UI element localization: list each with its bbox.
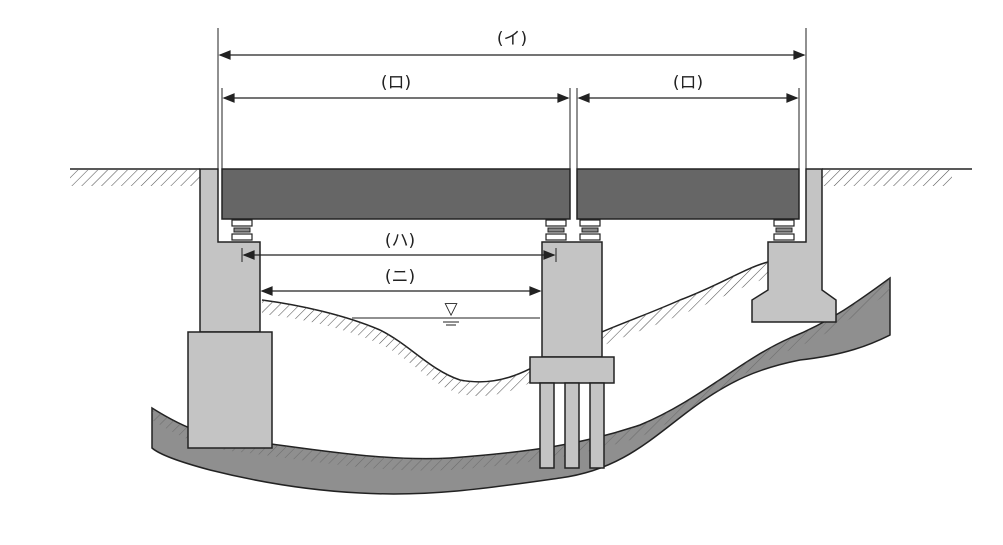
bearing-pier-left xyxy=(545,219,567,241)
water-level-ticks xyxy=(443,321,459,326)
bearing-left xyxy=(231,219,253,241)
middle-pier-footing xyxy=(529,356,615,384)
ground-hatch-right xyxy=(822,170,952,186)
label-clear-span-bearings: (ハ) xyxy=(385,231,415,251)
ground-hatch-left xyxy=(70,170,200,186)
label-overall-length: (イ) xyxy=(497,29,527,49)
water-level-mark: ▽ xyxy=(444,299,458,319)
dimension-lines xyxy=(218,50,806,296)
middle-pier-column xyxy=(541,241,603,358)
bedrock-hatch xyxy=(152,278,890,471)
pile-2 xyxy=(564,382,580,469)
girder-right-span xyxy=(576,168,800,220)
pile-1 xyxy=(539,382,555,469)
bearing-pier-right xyxy=(579,219,601,241)
bedrock-layer xyxy=(151,276,891,495)
label-span-right: (ロ) xyxy=(673,73,703,93)
label-span-left: (ロ) xyxy=(381,73,411,93)
girder-left-span xyxy=(221,168,571,220)
riverbed-hatch xyxy=(262,262,768,396)
pile-3 xyxy=(589,382,605,469)
right-abutment xyxy=(751,168,837,323)
extension-lines xyxy=(217,28,807,262)
label-clear-span-faces: (ニ) xyxy=(385,267,415,287)
left-abutment-footing xyxy=(187,331,273,449)
bearing-right xyxy=(773,219,795,241)
